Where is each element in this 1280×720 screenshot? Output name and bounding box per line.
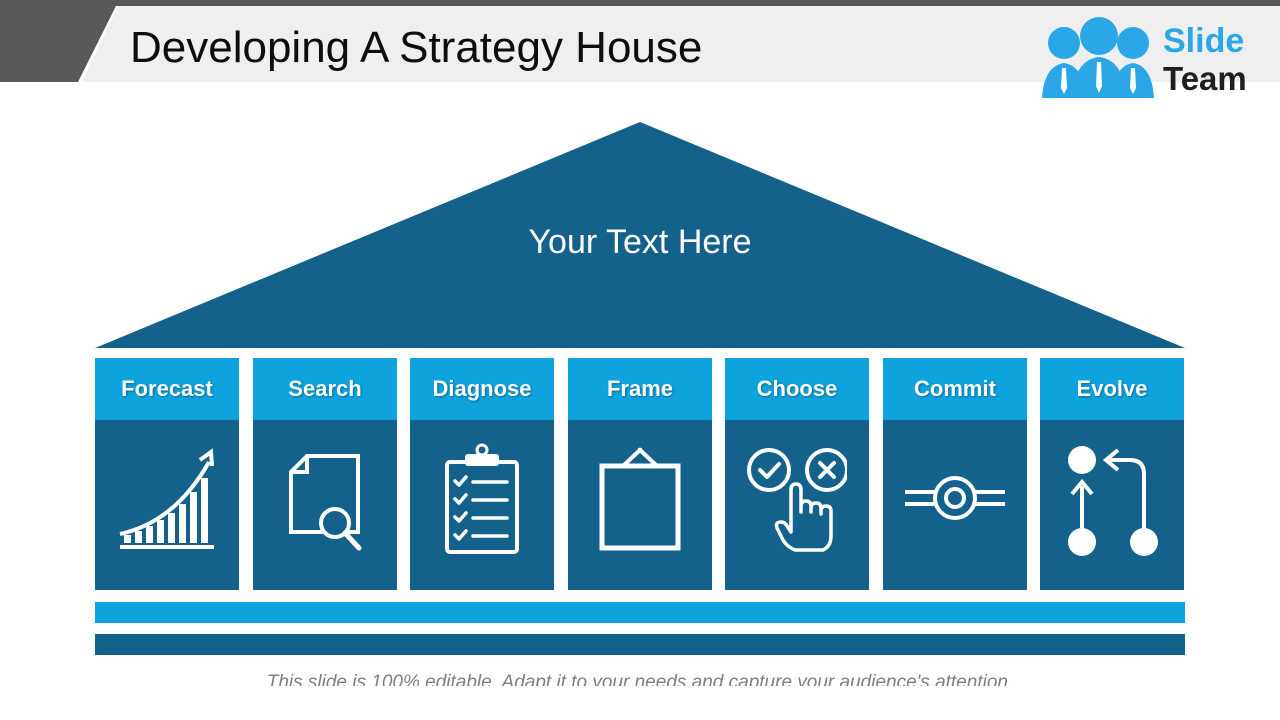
pillar-evolve: Evolve xyxy=(1040,358,1184,590)
house-base-top xyxy=(95,602,1185,623)
pillar-label: Evolve xyxy=(1040,358,1184,420)
roof-text: Your Text Here xyxy=(528,223,752,261)
pillar-diagnose: Diagnose xyxy=(410,358,554,590)
document-search-icon xyxy=(289,454,362,551)
pillar-forecast: Forecast xyxy=(95,358,239,590)
pillar-commit: Commit xyxy=(883,358,1027,590)
logo-word-slide: Slide xyxy=(1163,22,1245,60)
pillar-label: Commit xyxy=(883,358,1027,420)
logo-word-team: Team xyxy=(1163,60,1247,97)
title-bar: Developing A Strategy House xyxy=(0,6,1280,82)
slider-handle-icon xyxy=(905,476,1005,520)
pillar-frame: Frame xyxy=(568,358,712,590)
people-group-icon xyxy=(1042,17,1154,98)
picture-frame-icon xyxy=(599,447,681,551)
top-accent-strip xyxy=(0,0,1280,6)
pillar-label: Forecast xyxy=(95,358,239,420)
pillar-label: Frame xyxy=(568,358,712,420)
branch-flow-icon xyxy=(1068,446,1158,556)
title-dark-tab xyxy=(0,6,116,82)
pillar-label: Diagnose xyxy=(410,358,554,420)
pillar-label: Search xyxy=(253,358,397,420)
footer-note: This slide is 100% editable. Adapt it to… xyxy=(266,672,1014,686)
page-title: Developing A Strategy House xyxy=(130,23,703,72)
hand-check-cross-icon xyxy=(747,448,847,552)
pillar-label: Choose xyxy=(725,358,869,420)
pillar-choose: Choose xyxy=(725,358,869,590)
clipboard-checklist-icon xyxy=(445,443,519,554)
title-bar-shapes xyxy=(0,6,1280,82)
growth-chart-icon xyxy=(119,448,214,549)
house-base-bottom xyxy=(95,634,1185,655)
house-roof xyxy=(95,122,1185,348)
title-band xyxy=(82,6,1280,82)
logo-wordmark: Slide Team xyxy=(1163,24,1247,95)
pillar-search: Search xyxy=(253,358,397,590)
